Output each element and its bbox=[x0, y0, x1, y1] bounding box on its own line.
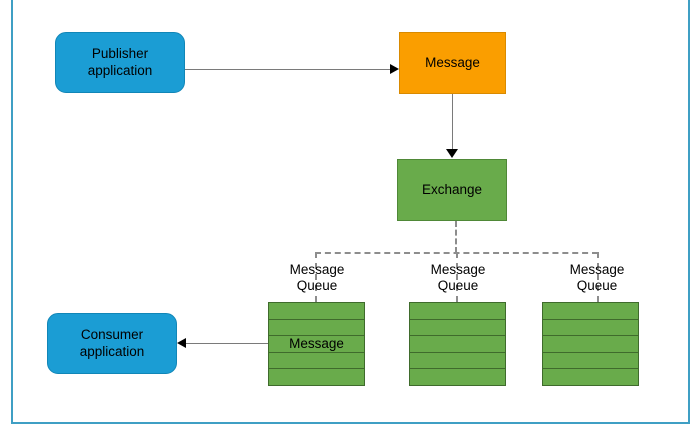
connector-message-to-exchange bbox=[452, 94, 453, 150]
arrowhead-queue-to-consumer bbox=[177, 338, 186, 348]
queue-cell bbox=[410, 319, 505, 337]
exchange-node: Exchange bbox=[397, 159, 507, 221]
connector-publisher-to-message bbox=[185, 69, 391, 70]
message-node: Message bbox=[399, 32, 506, 94]
queue-cell bbox=[543, 369, 638, 385]
queue-cell-message: Message bbox=[269, 336, 364, 353]
message-queue-2 bbox=[409, 302, 506, 386]
queue-cell bbox=[410, 352, 505, 370]
queue-cell bbox=[543, 352, 638, 370]
queue-1-label: Message Queue bbox=[289, 262, 345, 293]
queue-cell bbox=[543, 319, 638, 337]
queue-3-label: Message Queue bbox=[569, 262, 625, 293]
consumer-application-node: Consumer application bbox=[47, 313, 177, 374]
connector-queue-to-consumer bbox=[186, 343, 268, 344]
dashed-drop-queue-1 bbox=[315, 252, 317, 302]
dashed-exchange-stem bbox=[455, 221, 457, 253]
publisher-application-node: Publisher application bbox=[55, 32, 185, 93]
queue-cell bbox=[269, 303, 364, 320]
frame-border-right bbox=[688, 0, 690, 424]
queue-cell bbox=[543, 303, 638, 320]
queue-cell bbox=[269, 352, 364, 370]
dashed-drop-queue-2 bbox=[456, 252, 458, 302]
message-queue-3 bbox=[542, 302, 639, 386]
queue-cell bbox=[269, 319, 364, 337]
queue-cell bbox=[410, 336, 505, 353]
arrowhead-publisher-to-message bbox=[390, 64, 399, 74]
queue-cell bbox=[269, 369, 364, 385]
queue-cell bbox=[410, 303, 505, 320]
queue-cell bbox=[410, 369, 505, 385]
message-queue-1: Message bbox=[268, 302, 365, 386]
arrowhead-message-to-exchange bbox=[446, 149, 458, 158]
queue-2-label: Message Queue bbox=[430, 262, 486, 293]
frame-border-left bbox=[11, 0, 13, 424]
frame-border-bottom bbox=[11, 422, 690, 424]
queue-cell bbox=[543, 336, 638, 353]
dashed-drop-queue-3 bbox=[597, 252, 599, 302]
